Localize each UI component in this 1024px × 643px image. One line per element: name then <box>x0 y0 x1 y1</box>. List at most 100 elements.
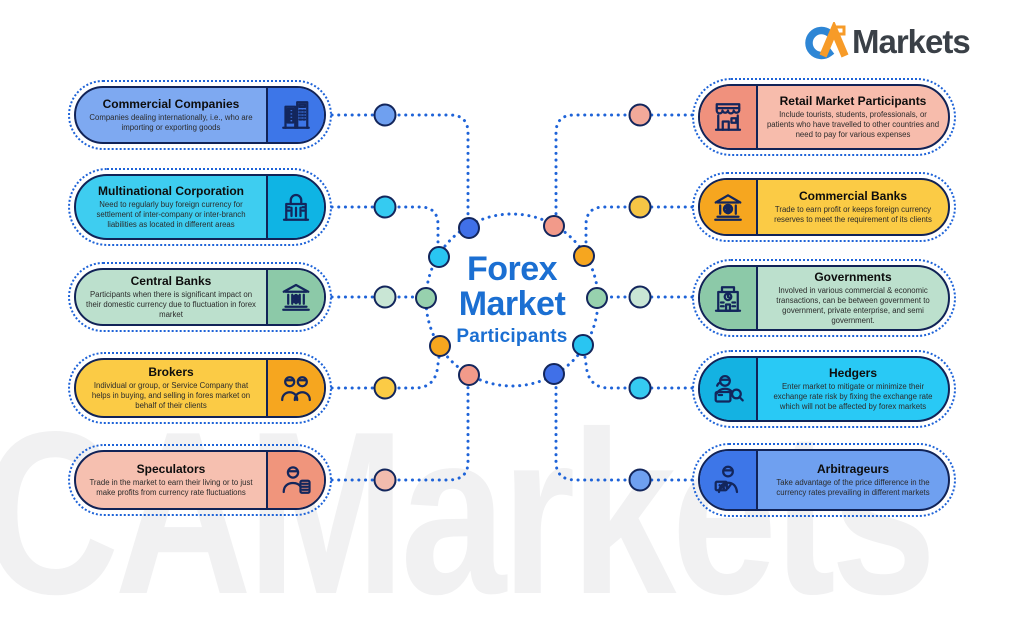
participant-pill: Commercial Banks Trade to earn profit or… <box>698 178 950 236</box>
building-icon <box>278 97 314 133</box>
participant-description: Include tourists, students, professional… <box>766 110 940 139</box>
participant-capsule: Speculators Trade in the market to earn … <box>68 444 332 516</box>
participant-capsule: Arbitrageurs Take advantage of the price… <box>692 443 956 517</box>
network-node <box>458 364 480 386</box>
participant-title: Multinational Corporation <box>98 184 244 199</box>
participant-pill: Hedgers Enter market to mitigate or mini… <box>698 356 950 422</box>
participant-description: Trade in the market to earn their living… <box>89 478 253 497</box>
infographic-canvas: { "logo": {"c": "C", "a": "A", "rest": "… <box>0 22 971 630</box>
participant-title: Speculators <box>136 462 206 477</box>
hub-subtitle: Participants <box>456 325 568 347</box>
participant-title: Retail Market Participants <box>779 94 927 109</box>
person-laptop-icon <box>710 462 746 498</box>
participant-capsule: Commercial Banks Trade to earn profit or… <box>692 172 956 242</box>
participant-title: Arbitrageurs <box>816 462 890 477</box>
participant-title: Brokers <box>148 365 194 380</box>
connector-nodes <box>373 103 652 492</box>
participant-icon-panel <box>266 88 324 142</box>
participant-pill: Central Banks Participants when there is… <box>74 268 326 326</box>
participant-pill: Arbitrageurs Take advantage of the price… <box>698 449 950 511</box>
bank-dollar-icon <box>278 279 314 315</box>
participant-description: Participants when there is significant i… <box>86 290 256 319</box>
network-node <box>628 195 652 219</box>
network-node <box>543 215 565 237</box>
participant-description: Need to regularly buy foreign currency f… <box>96 200 246 229</box>
participant-pill: Brokers Individual or group, or Service … <box>74 358 326 418</box>
participant-icon-panel <box>700 180 758 234</box>
participant-icon-panel <box>700 267 758 329</box>
participant-icon-panel <box>266 452 324 508</box>
participant-capsule: Brokers Individual or group, or Service … <box>68 352 332 424</box>
network-node <box>586 287 608 309</box>
network-node <box>429 335 451 357</box>
participant-pill: Retail Market Participants Include touri… <box>698 84 950 150</box>
participant-capsule: Multinational Corporation Need to regula… <box>68 168 332 246</box>
participant-description: Take advantage of the price difference i… <box>776 478 930 497</box>
participant-pill: Commercial Companies Companies dealing i… <box>74 86 326 144</box>
network-node <box>628 103 652 127</box>
people-icon <box>278 370 314 406</box>
participant-description: Involved in various commercial & economi… <box>776 286 930 325</box>
participant-pill: Governments Involved in various commerci… <box>698 265 950 331</box>
participant-capsule: Central Banks Participants when there is… <box>68 262 332 332</box>
participant-description: Enter market to mitigate or minimize the… <box>773 382 933 411</box>
participant-icon-panel <box>266 360 324 416</box>
corporation-icon <box>278 189 314 225</box>
participant-capsule: Governments Involved in various commerci… <box>692 259 956 337</box>
network-node <box>373 195 397 219</box>
connector-network <box>330 103 694 492</box>
network-node <box>373 285 397 309</box>
participant-icon-panel <box>700 86 758 148</box>
participant-text: Commercial Banks Trade to earn profit or… <box>758 180 948 234</box>
participant-description: Companies dealing internationally, i.e.,… <box>89 113 253 132</box>
network-node <box>628 468 652 492</box>
network-node <box>628 376 652 400</box>
brand-logo: CAMarkets <box>798 22 971 62</box>
person-laptop-search-icon <box>710 371 746 407</box>
participant-text: Hedgers Enter market to mitigate or mini… <box>758 358 948 420</box>
brand-logo-text: CAMarkets <box>852 23 971 61</box>
participant-title: Hedgers <box>828 366 878 381</box>
bank-icon <box>710 189 746 225</box>
participant-title: Central Banks <box>130 274 212 289</box>
participant-text: Speculators Trade in the market to earn … <box>76 452 266 508</box>
network-node <box>573 245 595 267</box>
participant-text: Multinational Corporation Need to regula… <box>76 176 266 238</box>
network-node <box>543 363 565 385</box>
participant-capsule: Commercial Companies Companies dealing i… <box>68 80 332 150</box>
participant-capsule: Retail Market Participants Include touri… <box>692 78 956 156</box>
participant-title: Governments <box>814 270 892 285</box>
participant-pill: Speculators Trade in the market to earn … <box>74 450 326 510</box>
brand-logo-word: Markets <box>852 23 971 60</box>
participant-description: Trade to earn profit or keeps foreign cu… <box>774 205 932 224</box>
participant-icon-panel <box>266 270 324 324</box>
participant-text: Central Banks Participants when there is… <box>76 270 266 324</box>
participant-text: Brokers Individual or group, or Service … <box>76 360 266 416</box>
network-node <box>572 334 594 356</box>
hub-title-line1: Forex <box>466 250 558 288</box>
network-node <box>373 376 397 400</box>
hub-title: Forex Market Participants <box>432 250 592 348</box>
participant-capsule: Hedgers Enter market to mitigate or mini… <box>692 350 956 428</box>
participant-text: Commercial Companies Companies dealing i… <box>76 88 266 142</box>
participant-text: Governments Involved in various commerci… <box>758 267 948 329</box>
network-node <box>373 103 397 127</box>
participant-pill: Multinational Corporation Need to regula… <box>74 174 326 240</box>
government-clock-icon <box>710 280 746 316</box>
brand-logo-mark <box>805 22 849 60</box>
participant-text: Arbitrageurs Take advantage of the price… <box>758 451 948 509</box>
network-node <box>415 287 437 309</box>
person-calculator-icon <box>278 462 314 498</box>
store-icon <box>710 99 746 135</box>
participant-icon-panel <box>266 176 324 238</box>
participant-title: Commercial Companies <box>102 97 240 112</box>
network-node <box>373 468 397 492</box>
network-node <box>628 285 652 309</box>
participant-icon-panel <box>700 451 758 509</box>
network-node <box>458 217 480 239</box>
participant-text: Retail Market Participants Include touri… <box>758 86 948 148</box>
network-node <box>428 246 450 268</box>
hub-title-line2: Market <box>458 285 566 324</box>
participant-title: Commercial Banks <box>798 189 908 204</box>
participant-description: Individual or group, or Service Company … <box>91 381 251 410</box>
